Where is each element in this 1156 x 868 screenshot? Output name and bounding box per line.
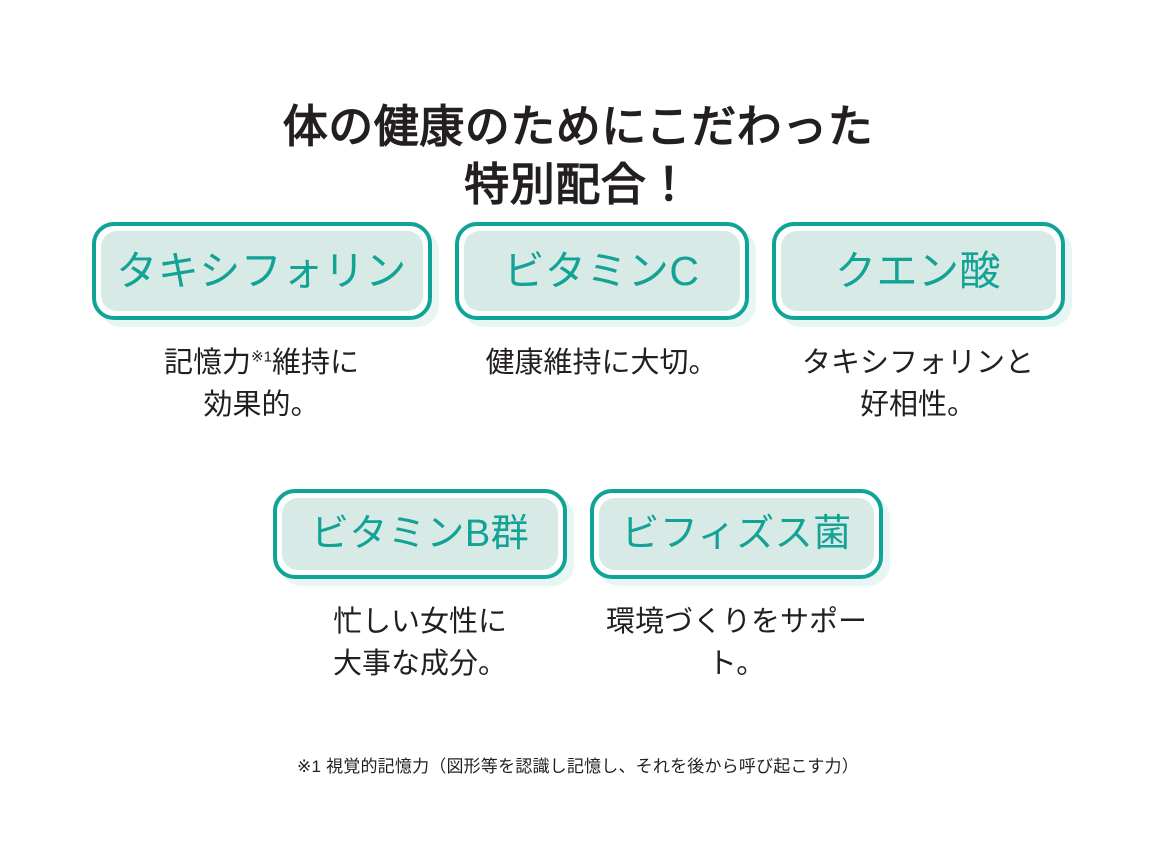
ingredient-pill-citric-acid[interactable]: クエン酸 xyxy=(771,222,1065,320)
caption-text-line-2: 効果的。 xyxy=(203,389,320,422)
ingredient-pill-label: クエン酸 xyxy=(835,247,1001,294)
footnote-marker: ※1 xyxy=(250,348,273,366)
footnote-text: ※1 視覚的記憶力（図形等を認識し記憶し、それを後から呼び起こす力） xyxy=(297,757,859,776)
page-title: 体の健康のためにこだわった 特別配合！ xyxy=(282,101,874,210)
ingredient-row-1: タキシフォリン 記憶力※1維持に効果的。 ビタミンC 健康維持に大切。 クエン酸… xyxy=(0,222,1156,426)
ingredient-pill-vitamin-c[interactable]: ビタミンC xyxy=(454,222,749,320)
ingredient-row-2: ビタミンB群 忙しい女性に 大事な成分。 ビフィズス菌 環境づくりをサポート。 xyxy=(0,489,1156,685)
ingredient-pill-taxifolin[interactable]: タキシフォリン xyxy=(91,222,432,320)
ingredient-caption-bifidobacteria: 環境づくりをサポート。 xyxy=(605,606,867,681)
ingredient-pill-vitamin-b[interactable]: ビタミンB群 xyxy=(273,489,567,579)
ingredient-caption-vitamin-b: 忙しい女性に 大事な成分。 xyxy=(332,606,507,681)
ingredient-pill-label: ビタミンC xyxy=(503,247,700,294)
ingredient-pill-label: タキシフォリン xyxy=(116,247,407,294)
ingredient-card-taxifolin: タキシフォリン 記憶力※1維持に効果的。 xyxy=(91,222,432,426)
caption-text-part-2: 維持に xyxy=(272,347,360,379)
ingredient-pill-label: ビフィズス菌 xyxy=(621,513,852,555)
ingredient-pill-bifidobacteria[interactable]: ビフィズス菌 xyxy=(590,489,883,579)
ingredient-pill-label: ビタミンB群 xyxy=(310,513,530,555)
ingredient-card-bifidobacteria: ビフィズス菌 環境づくりをサポート。 xyxy=(590,489,883,685)
ingredient-card-citric-acid: クエン酸 タキシフォリンと 好相性。 xyxy=(771,222,1065,426)
ingredient-caption-citric-acid: タキシフォリンと 好相性。 xyxy=(801,347,1034,422)
caption-text-part-1: 記憶力 xyxy=(163,347,251,379)
ingredient-card-vitamin-b: ビタミンB群 忙しい女性に 大事な成分。 xyxy=(273,489,567,685)
ingredient-card-vitamin-c: ビタミンC 健康維持に大切。 xyxy=(454,222,749,384)
ingredient-caption-vitamin-c: 健康維持に大切。 xyxy=(485,347,718,379)
ingredient-caption-taxifolin: 記憶力※1維持に効果的。 xyxy=(164,342,359,426)
